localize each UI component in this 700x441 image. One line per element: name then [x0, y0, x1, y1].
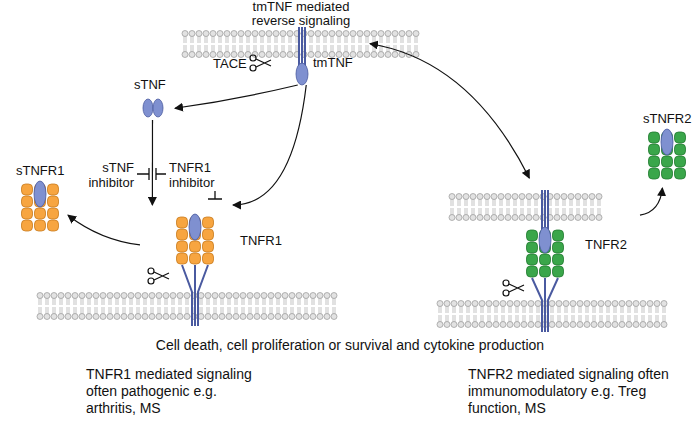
molecule-node: sTNF: [130, 78, 175, 120]
molecule-label: TNFR2: [585, 238, 627, 252]
molecule-label: TNFR1: [240, 234, 282, 248]
lipid-bilayer: [37, 31, 667, 328]
arrow-connector: [152, 120, 153, 205]
molecule-node: TNFR2: [505, 178, 640, 333]
inhibitor-bar: [208, 191, 222, 199]
figure-heading: tmTNF mediated reverse signaling: [245, 0, 357, 28]
inhibitor-bar: [156, 168, 166, 180]
molecule-node: sTNFR2: [640, 108, 696, 188]
receptor: [649, 129, 686, 179]
molecule-label: tmTNF: [313, 56, 353, 70]
membrane: [37, 293, 337, 320]
receptor: [177, 214, 214, 326]
molecule-label: sTNFR1: [16, 164, 64, 178]
molecules: [22, 27, 686, 332]
arrow-connector: [175, 85, 298, 108]
receptor: [527, 190, 564, 332]
molecule-node: tmTNF: [285, 30, 370, 85]
inhibitor-label: TNFR1 inhibitor: [169, 160, 231, 190]
enzyme-name: TACE: [213, 56, 253, 71]
molecule-node: sTNFR1: [12, 160, 68, 240]
receptor: [22, 181, 59, 231]
inhibitor-bar: [137, 168, 149, 180]
molecule-label: sTNF: [134, 78, 166, 92]
arrow-connector: [68, 215, 140, 245]
sTNF-molecule: [143, 99, 163, 117]
scissors-icon: [148, 268, 169, 284]
scissors-icon: [250, 55, 271, 71]
outcome-text: Cell death, cell proliferation or surviv…: [0, 337, 700, 354]
arrow-connector: [640, 188, 662, 215]
arrow-connector: [370, 44, 529, 178]
membrane: [437, 301, 667, 328]
membrane: [449, 194, 602, 221]
inhibitor-label: sTNF inhibitor: [72, 160, 134, 190]
molecule-label: sTNFR2: [643, 112, 691, 126]
scissors-icon: [503, 280, 524, 296]
note: TNFR2 mediated signaling often immunomod…: [468, 366, 680, 417]
scissors: [148, 55, 524, 296]
molecule-node: TNFR1: [140, 205, 295, 290]
note: TNFR1 mediated signaling often pathogeni…: [86, 366, 264, 417]
tmTNF-molecule: [296, 27, 308, 85]
arrow-connector: [233, 85, 306, 205]
membrane: [182, 31, 419, 58]
